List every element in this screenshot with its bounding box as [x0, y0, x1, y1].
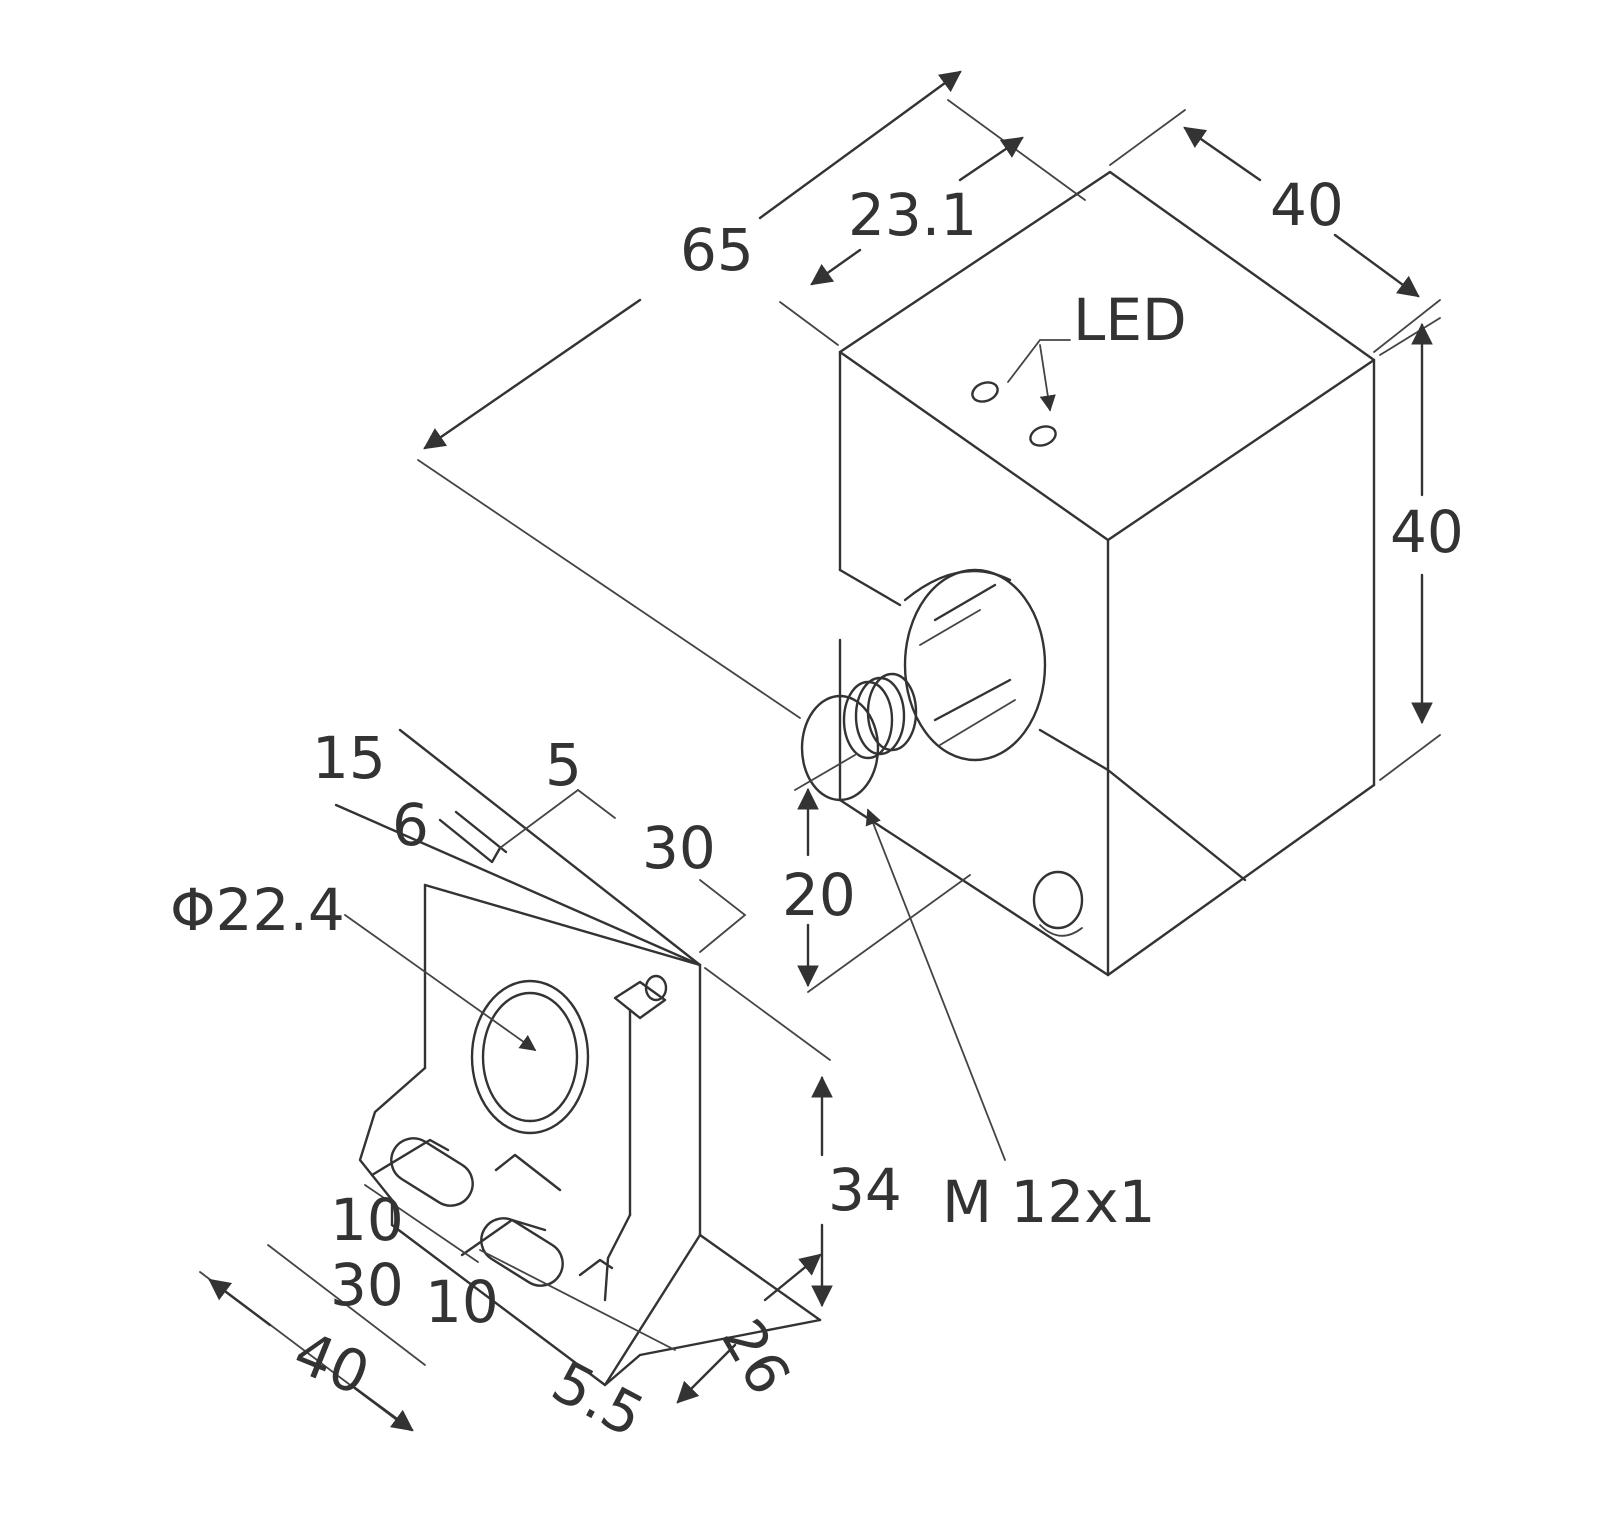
- thread-rings: [842, 672, 918, 760]
- connector-tip: [800, 694, 880, 802]
- dim-40-width-label: 40: [1270, 171, 1344, 239]
- dim-34-label: 34: [828, 1156, 902, 1224]
- sensor-dimensions: 65 23.1 40 40 LED 20 M 12x1: [417, 70, 1464, 1236]
- led-indicator-1: [971, 381, 999, 403]
- dim-30-slot-label: 30: [330, 1251, 404, 1319]
- dim-5-5-label: 5.5: [541, 1347, 654, 1450]
- dim-23-1-label: 23.1: [848, 181, 977, 249]
- dim-20-label: 20: [782, 861, 856, 929]
- dim-40-height-label: 40: [1390, 498, 1464, 566]
- dim-30-top-label: 30: [642, 814, 716, 882]
- bracket-slot-1: [390, 1137, 474, 1207]
- bracket-slot-2: [480, 1217, 564, 1287]
- led-indicator-2: [1029, 425, 1057, 447]
- thread-label: M 12x1: [942, 1168, 1156, 1236]
- connector: [794, 568, 1047, 802]
- bore-label: Φ22.4: [170, 876, 345, 944]
- dim-10-b-label: 10: [425, 1268, 499, 1336]
- sensor-mount-hole: [1032, 870, 1084, 930]
- dim-6-label: 6: [392, 791, 429, 859]
- led-label: LED: [1073, 286, 1187, 354]
- mounting-bracket: [334, 728, 822, 1387]
- connector-nut: [903, 568, 1047, 762]
- bracket-dimensions: 15 6 5 30 Φ22.4 34 26 5.5 10 30 10 40: [170, 724, 902, 1451]
- dim-10-a-label: 10: [330, 1186, 404, 1254]
- dim-65-label: 65: [680, 216, 754, 284]
- bracket-bore-inner: [481, 991, 579, 1123]
- dim-5-label: 5: [545, 731, 582, 799]
- dim-15-label: 15: [312, 724, 386, 792]
- dim-26-label: 26: [708, 1308, 804, 1406]
- bracket-set-screw: [644, 974, 668, 1002]
- bracket-bore-outer: [470, 979, 590, 1135]
